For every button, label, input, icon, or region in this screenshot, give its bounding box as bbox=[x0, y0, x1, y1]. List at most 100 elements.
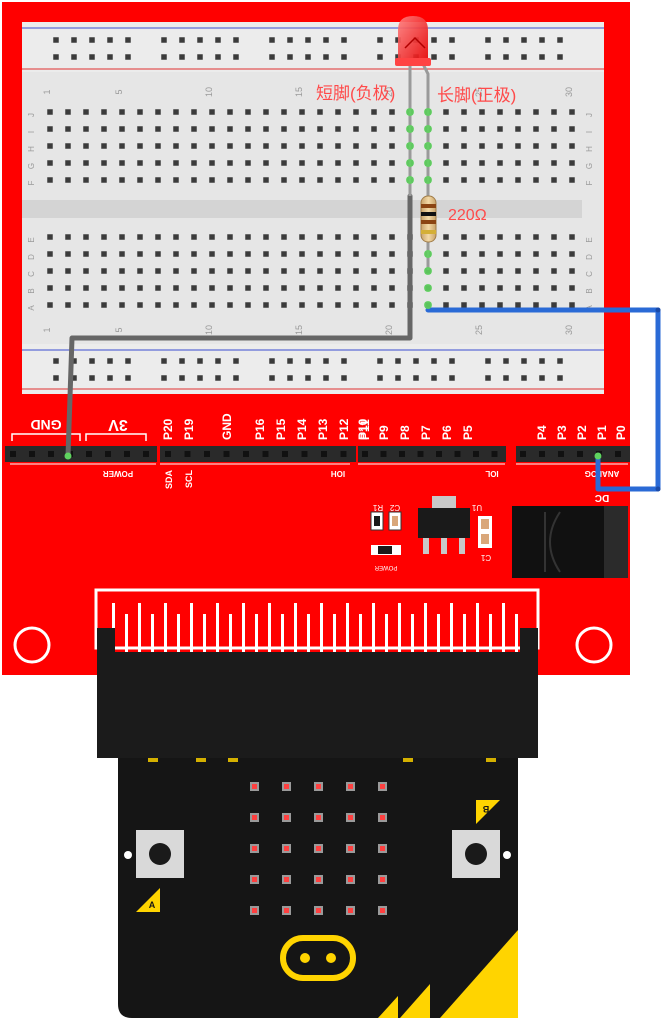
long-leg-label: 长脚(正极) bbox=[437, 86, 516, 105]
breadboard-hole bbox=[353, 285, 359, 291]
breadboard-hole bbox=[521, 375, 527, 381]
header-pin bbox=[436, 451, 442, 457]
breadboard-hole bbox=[47, 251, 53, 257]
breadboard-hole bbox=[335, 268, 341, 274]
edge-finger bbox=[320, 603, 323, 653]
breadboard-hole bbox=[335, 126, 341, 132]
breadboard-hole bbox=[479, 160, 485, 166]
breadboard-hole bbox=[137, 268, 143, 274]
header-pin bbox=[399, 451, 405, 457]
breadboard-hole bbox=[245, 143, 251, 149]
breadboard-hole bbox=[341, 358, 347, 364]
breadboard-hole bbox=[83, 268, 89, 274]
breadboard-hole bbox=[485, 375, 491, 381]
wires bbox=[64, 193, 661, 492]
breadboard-hole bbox=[287, 358, 293, 364]
onboard-components bbox=[370, 496, 628, 578]
header-pin bbox=[380, 451, 387, 457]
edge-finger bbox=[515, 614, 518, 653]
breadboard-hole bbox=[119, 302, 125, 308]
header-pin bbox=[204, 451, 210, 457]
connection-dot bbox=[406, 142, 414, 150]
breadboard-hole bbox=[245, 285, 251, 291]
breadboard-hole bbox=[191, 160, 197, 166]
row-letter: D bbox=[585, 254, 594, 260]
header-pin bbox=[301, 451, 308, 457]
breadboard-hole bbox=[503, 37, 509, 43]
column-number: 10 bbox=[204, 87, 214, 97]
breadboard-hole bbox=[515, 302, 521, 308]
breadboard-hole bbox=[389, 268, 395, 274]
button-b[interactable] bbox=[452, 830, 500, 878]
breadboard-hole bbox=[215, 54, 221, 60]
breadboard-hole bbox=[449, 54, 455, 60]
breadboard-hole bbox=[461, 126, 467, 132]
breadboard-hole bbox=[287, 54, 293, 60]
breadboard-hole bbox=[65, 285, 71, 291]
breadboard-hole bbox=[173, 109, 179, 115]
connection-dot bbox=[424, 108, 432, 116]
breadboard-hole bbox=[353, 177, 359, 183]
breadboard-hole bbox=[227, 285, 233, 291]
led-matrix-light bbox=[380, 877, 385, 882]
breadboard-hole bbox=[245, 160, 251, 166]
breadboard-hole bbox=[71, 375, 77, 381]
breadboard-hole bbox=[479, 285, 485, 291]
breadboard-hole bbox=[65, 109, 71, 115]
pin-label: P11 bbox=[358, 419, 372, 440]
header-pin bbox=[143, 451, 149, 457]
breadboard-hole bbox=[299, 302, 305, 308]
breadboard-hole bbox=[335, 302, 341, 308]
gold-pad bbox=[486, 758, 496, 762]
breadboard-hole bbox=[539, 37, 545, 43]
row-letter: B bbox=[585, 288, 594, 293]
breadboard-hole bbox=[533, 234, 539, 240]
breadboard-hole bbox=[281, 109, 287, 115]
breadboard-hole bbox=[47, 268, 53, 274]
breadboard-hole bbox=[119, 251, 125, 257]
breadboard-hole bbox=[551, 285, 557, 291]
breadboard-hole bbox=[227, 251, 233, 257]
breadboard-hole bbox=[227, 302, 233, 308]
row-letter: E bbox=[585, 237, 594, 242]
header-pin bbox=[48, 451, 54, 457]
breadboard-hole bbox=[533, 160, 539, 166]
breadboard-hole bbox=[479, 251, 485, 257]
pin-label: P13 bbox=[316, 418, 330, 440]
breadboard-hole bbox=[173, 234, 179, 240]
breadboard-hole bbox=[119, 234, 125, 240]
breadboard-hole bbox=[233, 37, 239, 43]
gold-pad bbox=[403, 758, 413, 762]
edge-finger bbox=[229, 614, 232, 653]
breadboard-hole bbox=[137, 251, 143, 257]
breadboard-hole bbox=[485, 54, 491, 60]
row-letter: I bbox=[27, 131, 36, 133]
breadboard-hole bbox=[323, 54, 329, 60]
breadboard-hole bbox=[485, 37, 491, 43]
breadboard-hole bbox=[569, 177, 575, 183]
edge-finger bbox=[437, 614, 440, 653]
breadboard-hole bbox=[227, 126, 233, 132]
button-a-marker: A bbox=[136, 888, 160, 912]
u1-label: U1 bbox=[471, 503, 482, 512]
breadboard-hole bbox=[551, 234, 557, 240]
breadboard-hole bbox=[137, 285, 143, 291]
row-letter: G bbox=[27, 163, 36, 169]
row-letter: H bbox=[27, 146, 36, 152]
edge-finger bbox=[424, 603, 427, 653]
edge-connector bbox=[94, 588, 540, 758]
breadboard-hole bbox=[479, 143, 485, 149]
breadboard-hole bbox=[299, 251, 305, 257]
button-a[interactable] bbox=[136, 830, 184, 878]
c2-label: C2 bbox=[389, 503, 400, 512]
edge-finger bbox=[463, 614, 466, 653]
breadboard-hole bbox=[155, 251, 161, 257]
column-number: 5 bbox=[114, 89, 124, 94]
breadboard-hole bbox=[245, 302, 251, 308]
header-pin bbox=[362, 451, 368, 457]
pin-label: P1 bbox=[595, 425, 609, 440]
breadboard-hole bbox=[497, 302, 503, 308]
breadboard-hole bbox=[47, 285, 53, 291]
breadboard-hole bbox=[155, 234, 161, 240]
